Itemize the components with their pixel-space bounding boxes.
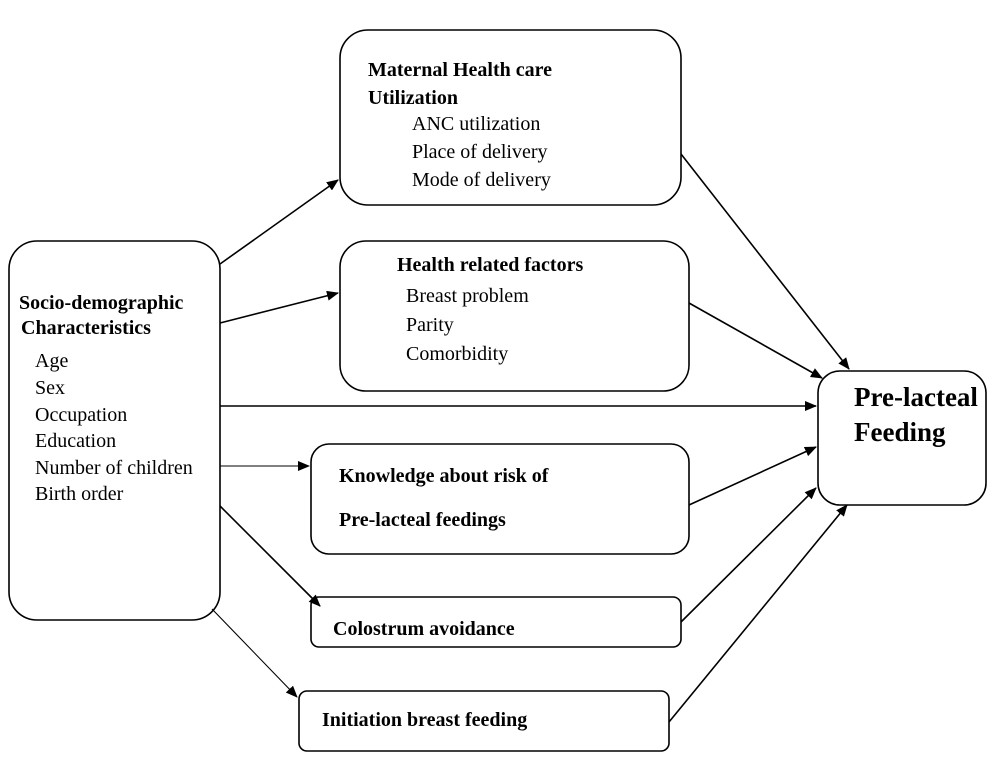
maternal-item: Mode of delivery (412, 169, 551, 191)
socio-item: Occupation (35, 404, 127, 426)
maternal-title-line2: Utilization (368, 87, 458, 109)
arrow-socio-to-initiation (211, 608, 298, 698)
maternal-item: Place of delivery (412, 141, 548, 163)
arrow-socio-to-maternal (219, 179, 339, 265)
arrow-knowledge-to-outcome (688, 446, 817, 506)
socio-item: Birth order (35, 483, 124, 505)
arrow-socio-to-health (219, 290, 339, 324)
arrow-colostrum-to-outcome (680, 487, 817, 623)
arrow-health-to-outcome (688, 302, 823, 379)
maternal-title-line1: Maternal Health care (368, 59, 552, 81)
health-item: Breast problem (406, 285, 529, 307)
outcome-box (817, 370, 987, 506)
socio-item: Number of children (35, 457, 193, 479)
initiation-title: Initiation breast feeding (322, 709, 527, 731)
socio-item: Education (35, 430, 116, 452)
maternal-health-box (339, 29, 682, 206)
arrow-maternal-to-outcome (680, 153, 850, 370)
health-title: Health related factors (397, 254, 583, 276)
socio-title-line2: Characteristics (21, 317, 151, 339)
colostrum-title: Colostrum avoidance (333, 618, 515, 640)
socio-title-line1: Socio-demographic (19, 292, 184, 314)
maternal-item: ANC utilization (412, 113, 540, 135)
socio-demographic-box (8, 240, 221, 621)
knowledge-box (310, 443, 690, 555)
socio-item: Sex (35, 377, 65, 399)
knowledge-title-line1: Knowledge about risk of (339, 465, 549, 487)
outcome-title-line2: Feeding (854, 417, 946, 447)
health-item: Comorbidity (406, 343, 508, 365)
health-item: Parity (406, 314, 454, 336)
health-factors-box (339, 240, 690, 392)
arrow-initiation-to-outcome (668, 504, 848, 723)
socio-item: Age (35, 350, 68, 372)
outcome-title-line1: Pre-lacteal (854, 382, 978, 412)
arrow-socio-to-colostrum (219, 505, 321, 607)
knowledge-title-line2: Pre-lacteal feedings (339, 509, 506, 531)
